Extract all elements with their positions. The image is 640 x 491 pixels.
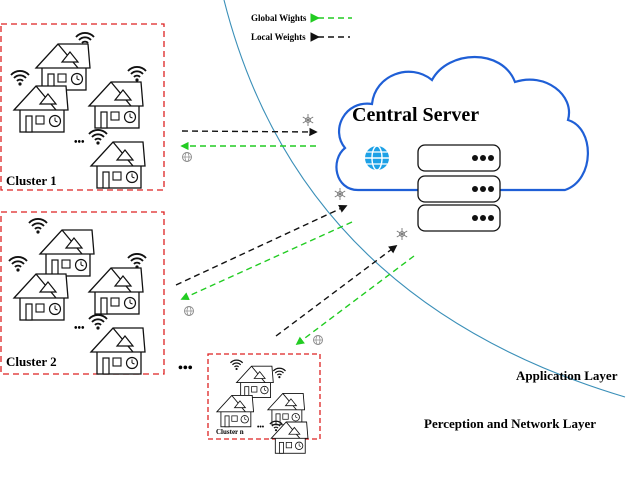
application-layer-label: Application Layer — [516, 368, 618, 383]
more-houses-indicator: ••• — [74, 323, 85, 334]
house-icon — [90, 141, 146, 189]
house-icon — [13, 273, 69, 321]
server-title: Central Server — [352, 104, 479, 126]
global-weights-arrow-cluster-2 — [180, 221, 353, 301]
globe-icon — [365, 145, 389, 171]
cluster-2: ••• Cluster 2 — [0, 211, 165, 375]
network-node-icon — [334, 187, 346, 201]
server-rack — [417, 144, 501, 232]
cluster-1-label: Cluster 1 — [6, 173, 57, 188]
cluster-n-label: Cluster n — [216, 428, 244, 436]
more-houses-indicator: ••• — [74, 137, 85, 148]
server-unit-3 — [417, 204, 501, 232]
perception-network-layer-label: Perception and Network Layer — [424, 416, 596, 431]
wifi-icon — [272, 367, 287, 379]
house-icon — [90, 327, 146, 375]
server-unit-1 — [417, 144, 501, 172]
house-icon — [88, 81, 144, 129]
wifi-icon — [88, 129, 108, 146]
house-icon — [88, 267, 144, 315]
cluster-2-label: Cluster 2 — [6, 354, 57, 369]
legend-global-label: Global Wights — [251, 13, 307, 23]
small-globe-icon — [182, 152, 192, 162]
cluster-1: ••• Cluster 1 — [0, 23, 165, 191]
cloud-shape — [335, 55, 589, 192]
server-unit-2 — [417, 175, 501, 203]
cluster-n: ••• Cluster n — [207, 353, 321, 454]
central-server: Central Server — [335, 55, 589, 232]
global-weights-arrow-cluster-n — [295, 255, 415, 346]
network-node-icon — [302, 113, 314, 127]
network-node-icon — [396, 227, 408, 241]
wifi-icon — [8, 256, 28, 273]
cluster-n-border — [207, 353, 321, 440]
house-icon — [39, 229, 95, 277]
local-weights-arrow-cluster-2 — [175, 205, 348, 286]
wifi-icon — [127, 66, 147, 83]
cluster-2-border — [0, 211, 165, 375]
cluster-1-border — [0, 23, 165, 191]
wifi-icon — [88, 314, 108, 331]
house-icon — [267, 392, 306, 426]
wifi-icon — [10, 70, 30, 87]
wifi-icon — [229, 359, 244, 371]
more-clusters-indicator: ••• — [178, 361, 193, 376]
more-houses-indicator: ••• — [257, 424, 265, 431]
wifi-icon — [28, 218, 48, 235]
house-icon — [216, 395, 255, 428]
house-icon — [13, 85, 69, 133]
legend: Global Wights Local Weights — [251, 13, 352, 42]
local-weights-arrow-cluster-n — [275, 244, 398, 337]
small-globe-icon — [313, 335, 323, 345]
house-icon — [35, 43, 91, 91]
wifi-icon — [127, 253, 147, 270]
house-icon — [236, 365, 274, 398]
layer-boundary-arc — [223, 0, 626, 398]
small-globe-icon — [184, 306, 194, 316]
legend-local-label: Local Weights — [251, 32, 306, 42]
local-weights-arrow-cluster-1 — [181, 127, 318, 137]
